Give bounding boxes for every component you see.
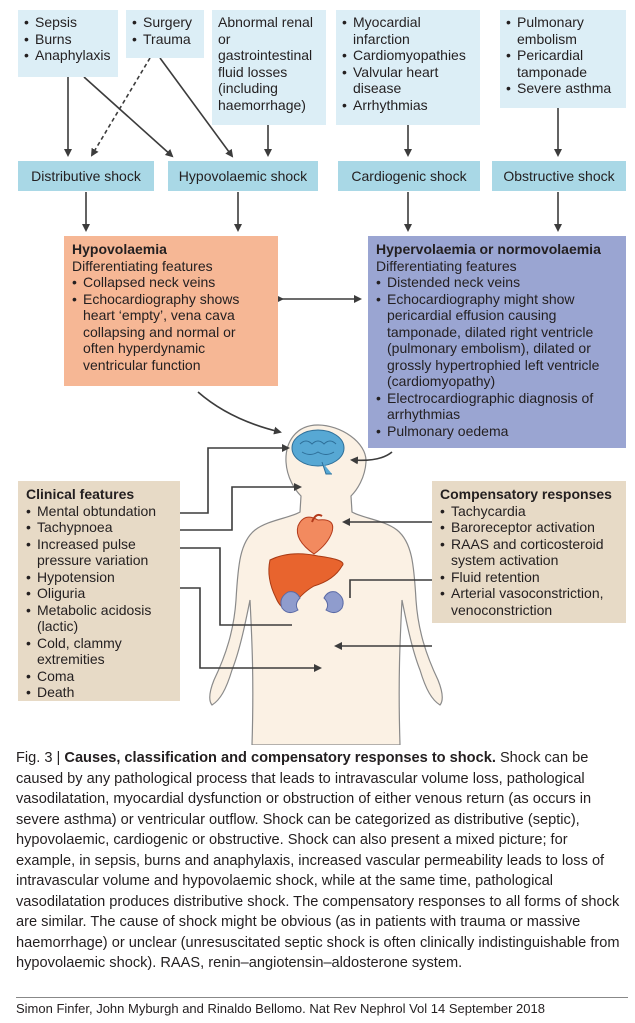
shock-type-cardiogenic: Cardiogenic shock: [338, 161, 480, 191]
clinical-item: Mental obtundation: [26, 503, 172, 520]
hypervolaemia-subtitle: Differentiating features: [376, 257, 517, 274]
compensatory-item: Tachycardia: [440, 503, 618, 520]
clinical-item: Coma: [26, 668, 172, 685]
diagram-graphics: [64, 57, 562, 745]
human-silhouette: [209, 424, 443, 745]
clinical-item: Oliguria: [26, 585, 172, 602]
brain-icon: [291, 429, 345, 475]
cause-box-distributive: Sepsis Burns Anaphylaxis: [18, 10, 118, 77]
kidney-left-icon: [280, 591, 301, 614]
clinical-item: Metabolic acidosis (lactic): [26, 602, 172, 635]
hypovolaemia-subtitle: Differentiating features: [72, 257, 213, 274]
hypervolaemia-box: Hypervolaemia or normovolaemia Different…: [368, 236, 626, 448]
shock-type-hypovolaemic: Hypovolaemic shock: [168, 161, 318, 191]
compensatory-item: Fluid retention: [440, 569, 618, 586]
compensatory-item: Baroreceptor activation: [440, 519, 618, 536]
compensatory-title: Compensatory responses: [440, 486, 612, 502]
hypovolaemia-box: Hypovolaemia Differentiating features Co…: [64, 236, 278, 386]
clinical-item: Cold, clammy extremities: [26, 635, 172, 668]
caption-title: Causes, classification and compensatory …: [64, 750, 496, 766]
cause-item: Pericardial tamponade: [506, 47, 620, 80]
cause-item: Anaphylaxis: [24, 47, 112, 64]
feature-item: Pulmonary oedema: [376, 423, 618, 440]
cause-item: Surgery: [132, 14, 198, 31]
feature-item: Echocardiography might show pericardial …: [376, 291, 618, 390]
kidney-icons: [280, 591, 344, 614]
cause-box-surgery: Surgery Trauma: [126, 10, 204, 58]
compensatory-item: Arterial vasoconstriction, venoconstrict…: [440, 585, 618, 618]
arrows: [64, 57, 562, 672]
cause-box-obstructive: Pulmonary embolism Pericardial tamponade…: [500, 10, 626, 108]
cause-item: Myocardial infarction: [342, 14, 474, 47]
feature-item: Distended neck veins: [376, 274, 618, 291]
cause-item: Cardiomyopathies: [342, 47, 474, 64]
feature-item: Echocardiography shows heart ‘empty’, ve…: [72, 291, 270, 374]
cause-item: Valvular heart disease: [342, 64, 474, 97]
compensatory-item: RAAS and corticosteroid system activatio…: [440, 536, 618, 569]
hypovolaemia-title: Hypovolaemia: [72, 241, 167, 257]
cause-item: Pulmonary embolism: [506, 14, 620, 47]
figure-caption: Fig. 3 | Causes, classification and comp…: [16, 748, 628, 974]
clinical-item: Hypotension: [26, 569, 172, 586]
shock-type-distributive: Distributive shock: [18, 161, 154, 191]
divider: [16, 997, 628, 998]
cause-box-fluid-loss: Abnormal renal or gastrointestinal fluid…: [212, 10, 326, 125]
feature-item: Collapsed neck veins: [72, 274, 270, 291]
caption-label: Fig. 3 |: [16, 750, 65, 766]
clinical-features-title: Clinical features: [26, 486, 135, 502]
cause-item: Arrhythmias: [342, 97, 474, 114]
body-figure: [209, 424, 443, 745]
cause-box-cardiogenic: Myocardial infarction Cardiomyopathies V…: [336, 10, 480, 125]
feature-item: Electrocardiographic diagnosis of arrhyt…: [376, 390, 618, 423]
shock-type-obstructive: Obstructive shock: [492, 161, 626, 191]
cause-text: Abnormal renal or gastrointestinal fluid…: [218, 14, 313, 113]
clinical-item: Increased pulse pressure variation: [26, 536, 172, 569]
heart-icon: [296, 513, 334, 555]
cause-item: Sepsis: [24, 14, 112, 31]
credit-line: Simon Finfer, John Myburgh and Rinaldo B…: [16, 1001, 545, 1016]
cause-item: Trauma: [132, 31, 198, 48]
caption-body: Shock can be caused by any pathological …: [16, 750, 620, 971]
hypervolaemia-title: Hypervolaemia or normovolaemia: [376, 241, 601, 257]
clinical-features-box: Clinical features Mental obtundation Tac…: [18, 481, 180, 701]
compensatory-responses-box: Compensatory responses Tachycardia Baror…: [432, 481, 626, 623]
kidney-right-icon: [323, 591, 344, 614]
cause-item: Burns: [24, 31, 112, 48]
cause-item: Severe asthma: [506, 80, 620, 97]
clinical-item: Death: [26, 684, 172, 701]
clinical-item: Tachypnoea: [26, 519, 172, 536]
